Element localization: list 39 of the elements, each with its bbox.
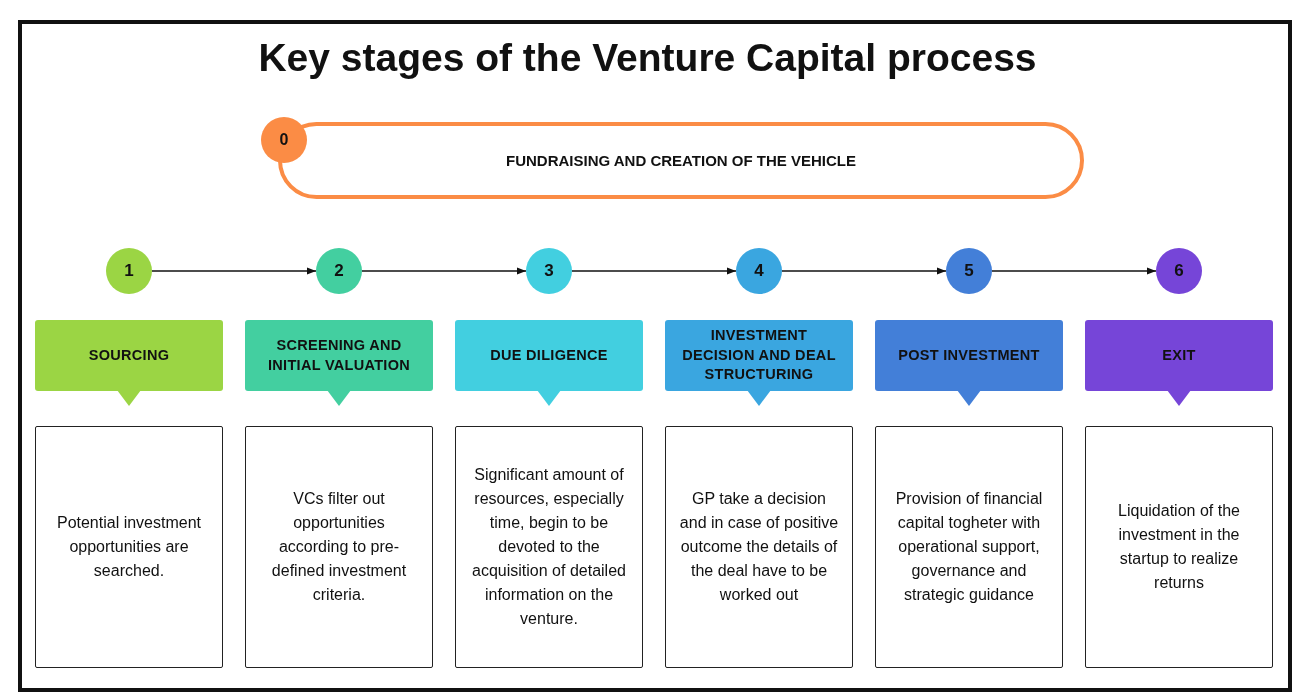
step-number: 3 (544, 261, 554, 281)
arrow (781, 267, 947, 275)
description-box (245, 426, 433, 668)
arrow (991, 267, 1157, 275)
stage-title: SOURCING (88, 345, 170, 365)
step-number: 5 (964, 261, 974, 281)
description-text: Significant amount of resources, especially time, begin to be devoted to the acquisition of detailed information on the venture. (471, 465, 627, 629)
description-box (875, 426, 1063, 668)
arrow (571, 267, 737, 275)
step-number-circle (106, 248, 152, 294)
step-number-badge (261, 117, 307, 163)
step-number-circle (526, 248, 572, 294)
step-number: 2 (334, 261, 344, 281)
description-text: Liquidation of the investment in the startup to realize returns (1117, 501, 1241, 593)
stage-title: DUE DILIGENCE (490, 345, 608, 365)
description-text: Potential investment opportunities are searched. (55, 513, 203, 581)
description-text: GP take a decision and in case of positive outcome the details of the deal have to be worked out (678, 489, 840, 605)
description-box (35, 426, 223, 668)
step-number-circle (316, 248, 362, 294)
arrow (361, 267, 527, 275)
description-text: VCs filter out opportunities according to pre-defined investment criteria. (270, 489, 408, 605)
stage-title: EXIT (1162, 345, 1196, 365)
step-number: 4 (754, 261, 764, 281)
description-box (665, 426, 853, 668)
step-number: 0 (279, 131, 289, 149)
stage-title: FUNDRAISING AND CREATION OF THE VEHICLE (506, 152, 856, 169)
diagram-title: Key stages of the Venture Capital process (257, 36, 1038, 80)
step-number-circle (736, 248, 782, 294)
stage-title: SCREENING AND INITIAL VALUATION (266, 335, 411, 375)
description-box (1085, 426, 1273, 668)
step-number: 6 (1174, 261, 1184, 281)
stage-title: POST INVESTMENT (898, 345, 1040, 365)
description-text: Provision of financial capital togheter with operational support, governance and strategic guidance (894, 489, 1044, 605)
stage-title: INVESTMENT DECISION AND DEAL STRUCTURING (681, 326, 837, 385)
description-box (455, 426, 643, 668)
step-number: 1 (124, 261, 134, 281)
arrow (151, 267, 317, 275)
step-number-circle (1156, 248, 1202, 294)
step-number-circle (946, 248, 992, 294)
